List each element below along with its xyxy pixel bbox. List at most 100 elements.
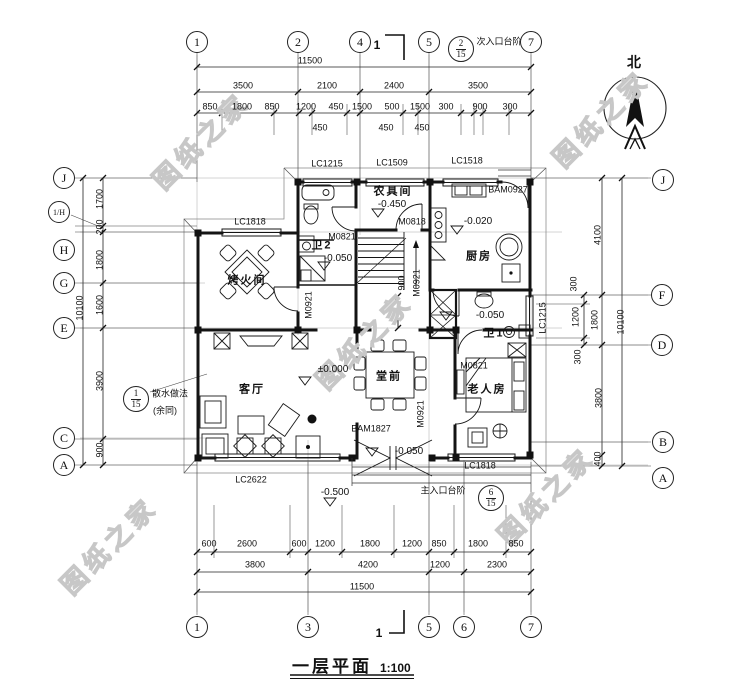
grid-bubble: E [53, 317, 75, 339]
dimension-label: 10100 [615, 309, 626, 335]
dimension-label: 1700 [94, 188, 105, 210]
dimension-label: 1600 [94, 294, 105, 316]
grid-bubble: F [651, 284, 673, 306]
opening-label: M0821 [460, 360, 488, 371]
room-label: 老人房 [467, 383, 507, 396]
drawing-title: 一层平面 [292, 657, 372, 676]
dimension-ticks [79, 63, 626, 596]
dimension-label: 500 [384, 101, 400, 112]
opening-label: M0921 [415, 400, 426, 428]
section-mark-label: 1 [373, 38, 381, 52]
dimension-label: 1800 [359, 538, 381, 549]
room-label: 卫2 [311, 239, 333, 252]
stairs [355, 232, 419, 290]
opening-label: LC1818 [464, 460, 496, 471]
level-label: -0.020 [463, 216, 493, 227]
note-label: 散水做法 [151, 388, 189, 399]
dimension-label: 850 [264, 101, 280, 112]
windows [214, 178, 534, 462]
room-label: 堂前 [376, 370, 402, 383]
grid-bubble: 7 [520, 31, 542, 53]
level-label: ±0.000 [317, 364, 349, 375]
opening-label: LC2622 [235, 474, 267, 485]
dimension-label: 3800 [244, 559, 266, 570]
opening-label: LC1215 [537, 302, 548, 334]
dimension-label: 1800 [589, 309, 600, 331]
level-symbols [298, 208, 464, 507]
dimension-label: 1200 [401, 538, 423, 549]
dimension-label: 450 [312, 122, 328, 133]
dimension-label: 3500 [232, 80, 254, 91]
grid-bubble: 3 [297, 616, 319, 638]
dimension-label: 1200 [295, 101, 317, 112]
grid-bubble: B [652, 431, 674, 453]
dimension-label: 450 [328, 101, 344, 112]
dimension-label: 850 [431, 538, 447, 549]
extension-lines [70, 52, 651, 615]
grid-bubble: J [53, 167, 75, 189]
dimension-label: 600 [291, 538, 307, 549]
section-mark-label: 1 [375, 626, 383, 640]
dimension-label: 450 [414, 122, 430, 133]
dimension-label: 1500 [351, 101, 373, 112]
dimension-label: 1200 [570, 306, 581, 328]
dimension-lines [82, 66, 623, 593]
room-label: 卫1 [483, 327, 505, 340]
grid-bubble: 5 [418, 31, 440, 53]
grid-bubble: 6 [453, 616, 475, 638]
dimension-label: 1800 [94, 249, 105, 271]
dimension-label: 900 [396, 275, 407, 291]
opening-label: M0921 [303, 291, 314, 319]
drawing-scale: 1:100 [380, 661, 411, 675]
level-label: -0.050 [475, 310, 505, 321]
dimension-label: 1500 [409, 101, 431, 112]
grid-bubble: 1 [186, 31, 208, 53]
grid-bubble: 1 [186, 616, 208, 638]
grid-bubble: A [652, 467, 674, 489]
furniture [199, 183, 531, 459]
grid-bubble: G [53, 272, 75, 294]
grid-bubble: 1/H [48, 201, 70, 223]
dimension-label: 900 [94, 442, 105, 458]
section-marks [385, 34, 405, 634]
grid-bubble: D [651, 334, 673, 356]
dimension-label: 1200 [429, 559, 451, 570]
dimension-label: 3800 [593, 387, 604, 409]
north-label: 北 [627, 54, 641, 70]
opening-label: BAM1827 [351, 423, 391, 434]
dimension-label: 11500 [297, 55, 323, 66]
level-label: -0.050 [394, 446, 424, 457]
note-label: 次入口台阶 [476, 36, 522, 47]
dimension-label: 850 [202, 101, 218, 112]
partition-walls [298, 239, 356, 286]
shaft [428, 288, 458, 340]
opening-label: LC1818 [234, 216, 266, 227]
title-block: 一层平面 1:100 [292, 652, 411, 677]
opening-label: LC1215 [311, 158, 343, 169]
note-label: (余同) [153, 405, 177, 416]
grid-bubble: J [652, 169, 674, 191]
dimension-label: 900 [472, 101, 488, 112]
dimension-label: 400 [592, 451, 603, 467]
dimension-label: 300 [568, 276, 579, 292]
opening-label: LC1509 [376, 157, 408, 168]
dimension-label: 450 [378, 122, 394, 133]
entrance-steps [351, 169, 531, 486]
dimension-label: 4200 [357, 559, 379, 570]
dimension-label: 2600 [236, 538, 258, 549]
grid-bubble: 7 [520, 616, 542, 638]
note-label: 主入口台阶 [420, 485, 466, 496]
level-label: -0.450 [377, 199, 407, 210]
dimension-label: 300 [572, 349, 583, 365]
dimension-label: 200 [94, 219, 105, 235]
dimension-label: 3500 [467, 80, 489, 91]
grid-bubble: 4 [349, 31, 371, 53]
dimension-label: 4100 [592, 224, 603, 246]
opening-label: M0921 [411, 269, 422, 297]
grid-bubble: H [53, 239, 75, 261]
